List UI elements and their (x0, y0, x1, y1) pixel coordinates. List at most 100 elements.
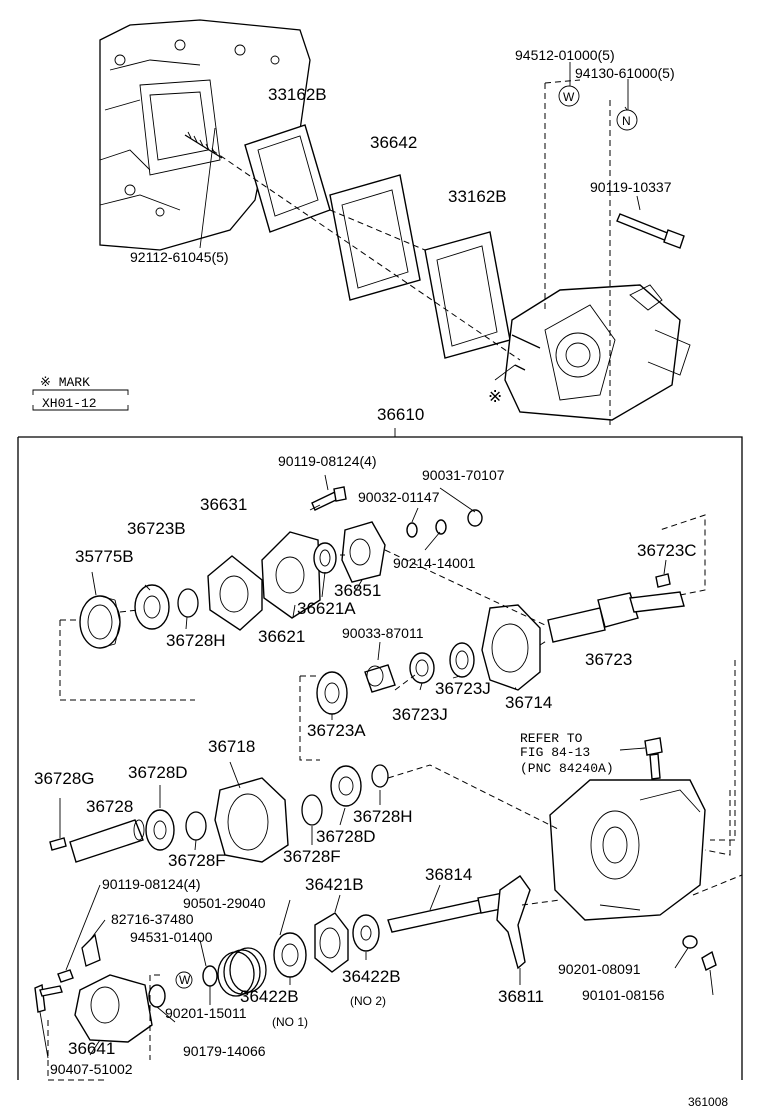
label-33162b-top: 33162B (268, 85, 327, 104)
washer-36422b-a (352, 914, 380, 952)
mark-note: ※ MARK XH01-12 (32, 375, 129, 411)
bearing-36723j-b (409, 652, 435, 684)
label-36851: 36851 (334, 581, 381, 600)
label-36714: 36714 (505, 693, 552, 712)
label-35775b: 35775B (75, 547, 134, 566)
pto-assembly-top (504, 284, 691, 421)
pin-36728g (49, 837, 67, 851)
shaft-36814 (387, 892, 507, 933)
label-36723a: 36723A (307, 721, 366, 740)
note-no2: (NO 2) (350, 994, 386, 1008)
gasket-36631 (207, 555, 263, 631)
label-36723j-b: 36723J (392, 705, 448, 724)
refer-bolt (644, 737, 663, 780)
label-36421b: 36421B (305, 875, 364, 894)
label-90101: 90101-08156 (582, 987, 665, 1003)
label-36642: 36642 (370, 133, 417, 152)
washer-90179 (148, 984, 166, 1008)
label-36621a: 36621A (297, 599, 356, 618)
label-92112: 92112-61045(5) (130, 249, 229, 265)
note-no1: (NO 1) (272, 1015, 308, 1029)
cover-36641 (74, 974, 153, 1043)
spring-90501 (217, 947, 267, 997)
oil-seal-35775b (79, 595, 121, 649)
label-36814: 36814 (425, 865, 472, 884)
refer-line-1: REFER TO (520, 731, 583, 746)
washer-94531 (202, 965, 218, 987)
plate-36642 (329, 174, 421, 301)
fork-36811 (496, 875, 531, 970)
label-90179: 90179-14066 (183, 1043, 266, 1059)
refer-line-3: (PNC 84240A) (520, 761, 614, 776)
label-90119-10337: 90119-10337 (590, 179, 672, 195)
refer-line-2: FIG 84-13 (520, 745, 590, 760)
gasket-33162b-top (244, 124, 331, 233)
label-90119-08124-top: 90119-08124(4) (278, 453, 377, 469)
label-90407: 90407-51002 (50, 1061, 133, 1077)
symbol-w-text: W (563, 90, 575, 104)
spacer-90033 (364, 664, 396, 693)
label-36728d-left: 36728D (128, 763, 188, 782)
label-36723b: 36723B (127, 519, 186, 538)
mark-note-code: XH01-12 (42, 396, 97, 411)
label-36621: 36621 (258, 627, 305, 646)
label-94531: 94531-01400 (130, 929, 213, 945)
label-90201-08091: 90201-08091 (558, 961, 641, 977)
label-36728: 36728 (86, 797, 133, 816)
label-36723j-a: 36723J (435, 679, 491, 698)
symbol-w-small-text: W (179, 973, 191, 987)
label-90119-08124-bot: 90119-08124(4) (102, 876, 201, 892)
label-33162b-mid: 33162B (448, 187, 507, 206)
label-36723c: 36723C (637, 541, 697, 560)
symbol-n-text: N (622, 114, 631, 128)
bearing-36723j-a (449, 642, 475, 678)
label-82716: 82716-37480 (111, 911, 194, 927)
label-90201-15011: 90201-15011 (165, 1005, 247, 1021)
pto-housing-right (549, 779, 706, 921)
stud-bolt (184, 134, 223, 159)
label-36631: 36631 (200, 495, 247, 514)
snap-ring-36728h-mid (371, 764, 389, 788)
bolt-90119-10337 (616, 213, 685, 249)
shaft-36728 (69, 819, 145, 863)
seal-36621a (313, 542, 337, 574)
gear-36718 (214, 777, 289, 863)
figure-code: 361008 (688, 1095, 728, 1109)
bearing-36728d-left (145, 809, 175, 851)
small-washers (406, 509, 483, 538)
mark-note-title: ※ MARK (40, 375, 90, 390)
breather-90407 (34, 983, 63, 1013)
label-90032: 90032-01147 (358, 489, 440, 505)
label-36811: 36811 (498, 987, 544, 1006)
washer-90201-08091 (682, 935, 698, 949)
assembly-label: 36610 (377, 405, 424, 424)
label-36718: 36718 (208, 737, 255, 756)
bearing-36728d-mid (330, 765, 362, 807)
bolt-90101-08156 (701, 950, 717, 971)
gear-36714 (481, 604, 541, 691)
label-36422b-a: 36422B (342, 967, 401, 986)
bolt-90119-08124-bot (57, 969, 74, 983)
cover-36851 (341, 521, 386, 583)
leader-lines (39, 62, 714, 1059)
part-labels: 94512-01000(5) 94130-61000(5) 33162B 366… (34, 47, 728, 1109)
washer-symbol-w-small: W (175, 971, 193, 989)
label-36728f-left: 36728F (168, 851, 226, 870)
snap-ring-36728f-left (185, 811, 207, 841)
bearing-36723b (134, 584, 170, 630)
cover-36621 (261, 531, 321, 619)
label-90033: 90033-87011 (342, 625, 424, 641)
gear-36421b (314, 912, 349, 973)
label-36641: 36641 (68, 1039, 115, 1058)
label-94512: 94512-01000(5) (515, 47, 615, 63)
bracket-82716 (81, 933, 101, 967)
bearing-36723a (316, 671, 348, 715)
label-36728h-top: 36728H (166, 631, 226, 650)
label-36728f-mid: 36728F (283, 847, 341, 866)
label-36422b-b: 36422B (240, 987, 299, 1006)
label-94130: 94130-61000(5) (575, 65, 675, 81)
washer-symbol-w: W (558, 85, 580, 107)
key-36723c (655, 573, 671, 588)
label-36723: 36723 (585, 650, 632, 669)
